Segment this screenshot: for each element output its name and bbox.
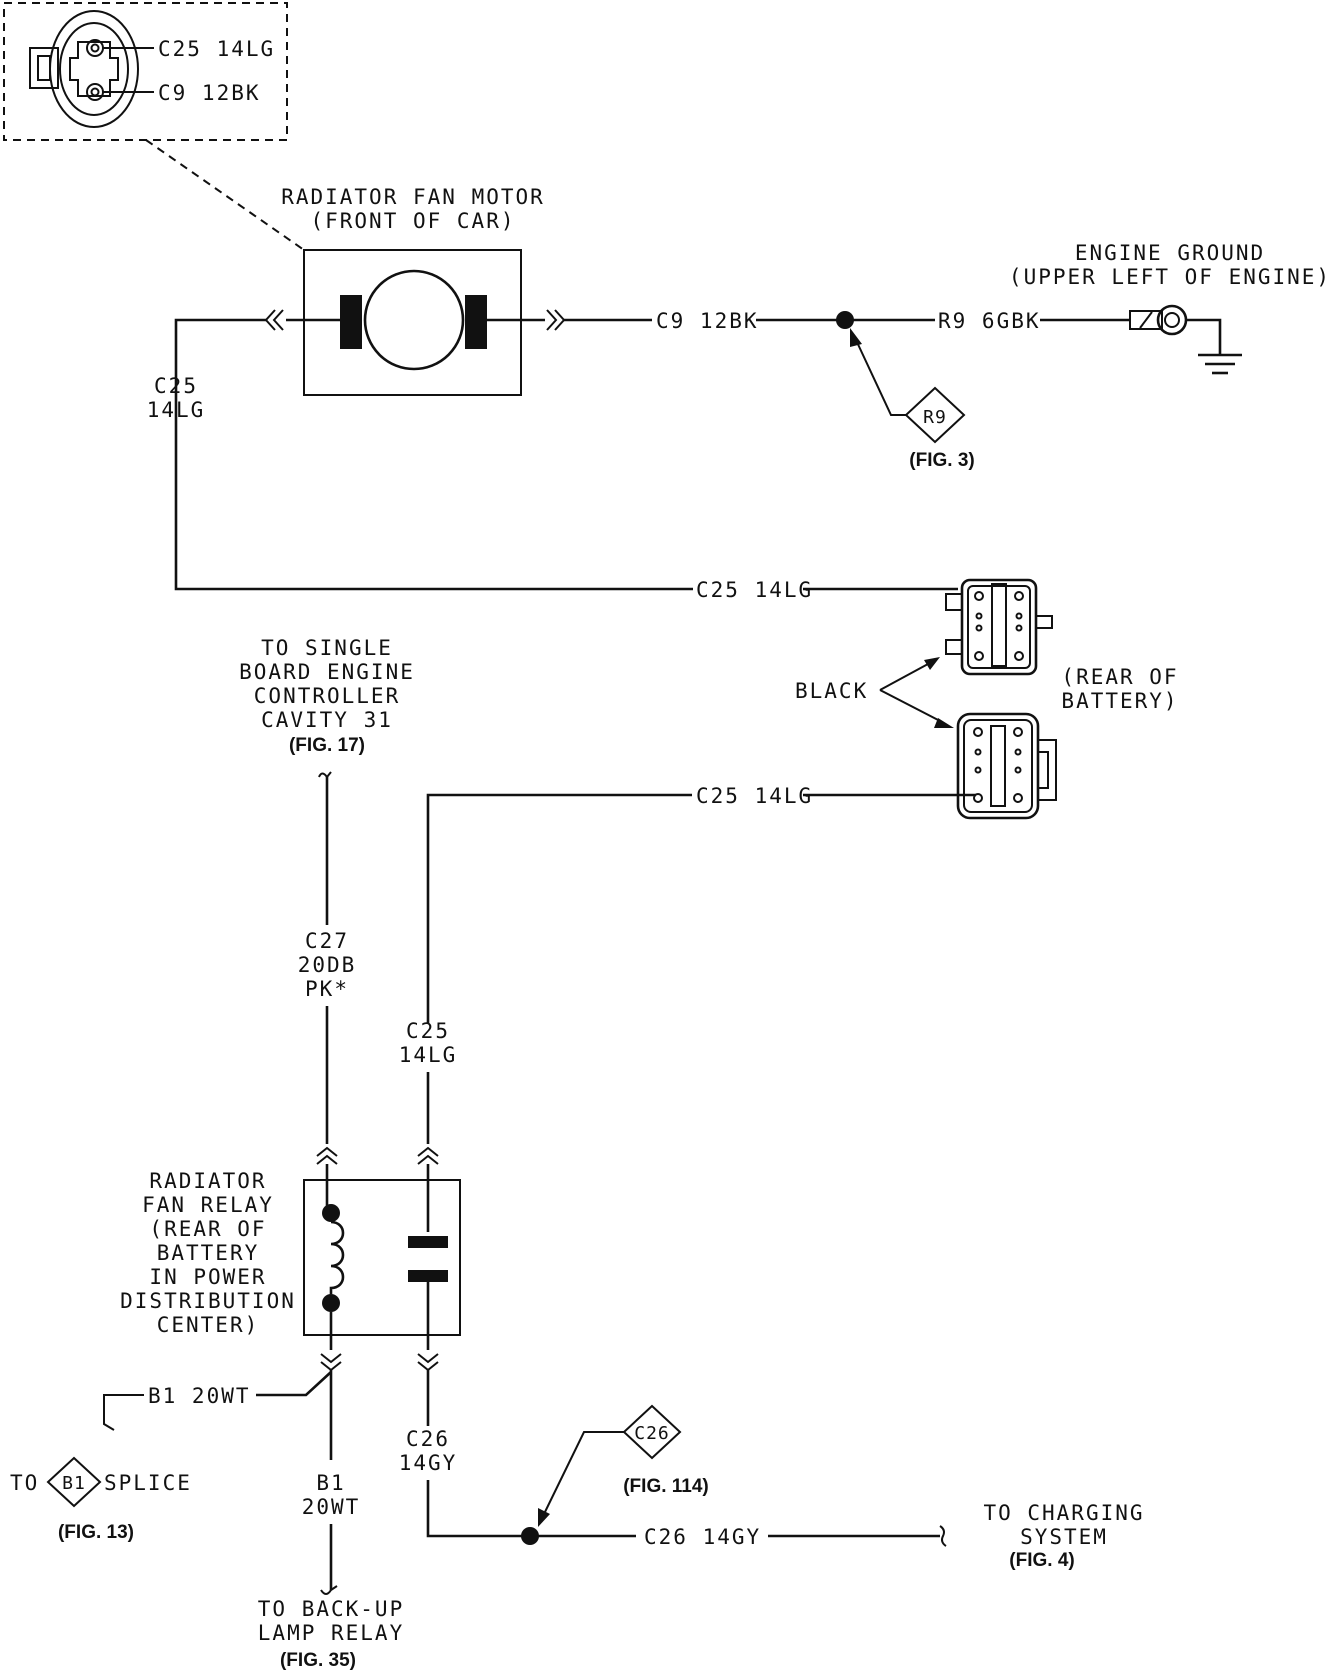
radiator-fan-relay: RADIATOR FAN RELAY (REAR OF BATTERY IN P… bbox=[120, 1169, 461, 1350]
inset-dashed-frame bbox=[3, 2, 288, 141]
inset-connector-latch bbox=[29, 47, 59, 89]
splice-c26-fig: (FIG. 114) bbox=[623, 1476, 709, 1497]
splice-b1-diamond bbox=[46, 1456, 102, 1508]
fan-motor-brush-left bbox=[340, 295, 362, 349]
wire-c26: C26 14GY C26 14GY C26 (FIG. 114) TO CHAR… bbox=[399, 1353, 1144, 1571]
backup-fig: (FIG. 35) bbox=[280, 1650, 356, 1671]
c25-vertical-label-2: 14LG bbox=[399, 1043, 458, 1067]
relay-coil bbox=[329, 1220, 345, 1294]
relay-line-3: (REAR OF bbox=[149, 1217, 266, 1241]
wire-b1: B1 20WT B1 TO SPLICE (FIG. 13) B1 20WT T… bbox=[10, 1353, 404, 1671]
splice-r9-fig: (FIG. 3) bbox=[909, 450, 974, 471]
inset-pin1-label: C25 14LG bbox=[158, 37, 275, 61]
fan-motor-box bbox=[303, 249, 522, 396]
c25-upper-conn-label: C25 14LG bbox=[696, 578, 813, 602]
c25-lower-conn-label: C25 14LG bbox=[696, 784, 813, 808]
fan-motor-symbol bbox=[363, 269, 465, 371]
c25-left-label-1: C25 bbox=[154, 374, 198, 398]
charging-fig: (FIG. 4) bbox=[1009, 1550, 1074, 1571]
wire-c27-controller: TO SINGLE BOARD ENGINE CONTROLLER CAVITY… bbox=[239, 636, 415, 1206]
c25-left-label-2: 14LG bbox=[147, 398, 206, 422]
wire-c9-r9-ground: C9 12BK R9 6GBK ENGINE GROUND (UPPER LEF… bbox=[487, 241, 1328, 375]
controller-line-2: BOARD ENGINE bbox=[239, 660, 415, 684]
splice-c26-diamond bbox=[622, 1404, 682, 1460]
connector-location-1: (REAR OF bbox=[1061, 665, 1178, 689]
splice-r9-dot bbox=[836, 311, 854, 329]
charging-line-2: SYSTEM bbox=[1020, 1525, 1108, 1549]
relay-line-5: IN POWER bbox=[149, 1265, 266, 1289]
controller-line-4: CAVITY 31 bbox=[261, 708, 393, 732]
c27-label-3: PK* bbox=[305, 977, 349, 1001]
splice-c26-dot bbox=[521, 1527, 539, 1545]
c26-vertical-label-1: C26 bbox=[406, 1427, 450, 1451]
relay-line-4: BATTERY bbox=[157, 1241, 260, 1265]
connector-callout: BLACK (REAR OF BATTERY) bbox=[795, 657, 1178, 728]
inset-pin-2 bbox=[86, 83, 104, 101]
controller-fig: (FIG. 17) bbox=[289, 735, 365, 756]
splice-b1-label: B1 bbox=[62, 1473, 86, 1494]
b1-vertical-label-1: B1 bbox=[316, 1471, 345, 1495]
backup-line-1: TO BACK-UP bbox=[258, 1597, 404, 1621]
b1-vertical-label-2: 20WT bbox=[302, 1495, 361, 1519]
charging-line-1: TO CHARGING bbox=[983, 1501, 1144, 1525]
b1-horizontal-label: B1 20WT bbox=[148, 1384, 251, 1408]
inset-connector-view: C25 14LG C9 12BK bbox=[3, 2, 305, 251]
c9-wire-label: C9 12BK bbox=[656, 309, 759, 333]
c27-label-2: 20DB bbox=[298, 953, 357, 977]
relay-contact-lower bbox=[408, 1270, 448, 1282]
fan-motor-title: RADIATOR FAN MOTOR bbox=[281, 185, 545, 209]
engine-ground-title: ENGINE GROUND bbox=[1075, 241, 1265, 265]
wire-c25-left-loop: C25 14LG bbox=[147, 309, 693, 591]
ground-eyelet-barrel bbox=[1129, 310, 1163, 330]
controller-line-3: CONTROLLER bbox=[254, 684, 400, 708]
connector-location-2: BATTERY) bbox=[1061, 689, 1178, 713]
relay-line-6: DISTRIBUTION bbox=[120, 1289, 296, 1313]
relay-line-1: RADIATOR bbox=[149, 1169, 266, 1193]
inset-pin2-label: C9 12BK bbox=[158, 81, 261, 105]
relay-line-2: FAN RELAY bbox=[142, 1193, 274, 1217]
splice-b1-fig: (FIG. 13) bbox=[58, 1522, 134, 1543]
splice-r9-diamond bbox=[904, 386, 966, 444]
inset-connector-body bbox=[49, 10, 139, 128]
radiator-fan-motor: RADIATOR FAN MOTOR (FRONT OF CAR) bbox=[281, 185, 545, 396]
upper-battery-connector bbox=[945, 578, 1053, 676]
splice-r9-label: R9 bbox=[923, 407, 947, 428]
splice-b1-splice: SPLICE bbox=[104, 1471, 192, 1495]
relay-line-7: CENTER) bbox=[157, 1313, 260, 1337]
splice-b1-to: TO bbox=[10, 1471, 39, 1495]
r9-wire-label: R9 6GBK bbox=[938, 309, 1041, 333]
c26-vertical-label-2: 14GY bbox=[399, 1451, 458, 1475]
lower-battery-connector bbox=[956, 712, 1057, 820]
relay-contact-upper bbox=[408, 1236, 448, 1248]
fan-motor-brush-right bbox=[465, 295, 487, 349]
controller-line-1: TO SINGLE bbox=[261, 636, 393, 660]
backup-line-2: LAMP RELAY bbox=[258, 1621, 404, 1645]
connector-color-label: BLACK bbox=[795, 679, 868, 703]
c27-label-1: C27 bbox=[305, 929, 349, 953]
wire-c25-lower-connector: C25 14LG C25 14LG bbox=[399, 784, 976, 1232]
c25-vertical-label-1: C25 bbox=[406, 1019, 450, 1043]
fan-motor-location: (FRONT OF CAR) bbox=[310, 209, 515, 233]
wire-c25-upper-connector: C25 14LG bbox=[696, 578, 958, 602]
c26-horizontal-label: C26 14GY bbox=[644, 1525, 761, 1549]
splice-c26-label: C26 bbox=[634, 1423, 670, 1444]
inset-leader-line bbox=[145, 139, 305, 251]
relay-box bbox=[303, 1179, 461, 1336]
engine-ground-location: (UPPER LEFT OF ENGINE) bbox=[1009, 265, 1328, 289]
splice-r9-reference: R9 (FIG. 3) bbox=[850, 328, 975, 471]
